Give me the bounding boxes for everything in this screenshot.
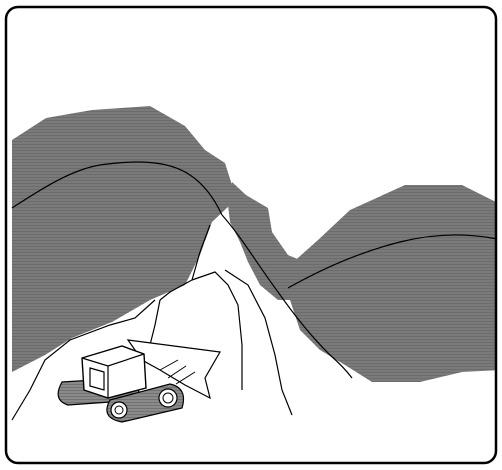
track-wheel <box>115 406 123 414</box>
cab-window <box>90 368 104 390</box>
track-wheel <box>163 393 173 403</box>
